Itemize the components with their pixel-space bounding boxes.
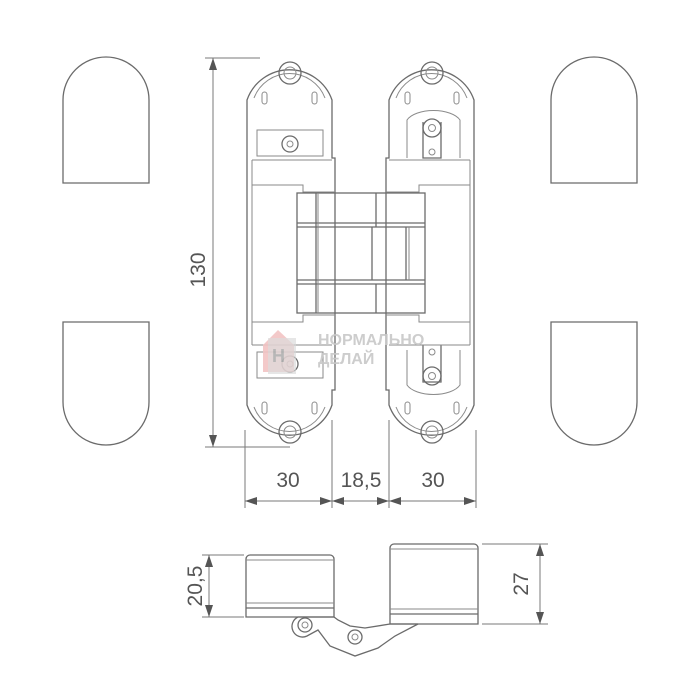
watermark: H НОРМАЛЬНО ДЕЛАЙ [263, 330, 424, 374]
svg-text:27: 27 [510, 572, 533, 595]
svg-text:18,5: 18,5 [341, 469, 382, 492]
svg-text:20,5: 20,5 [184, 566, 207, 607]
cap-top-left [62, 56, 150, 184]
svg-text:НОРМАЛЬНО: НОРМАЛЬНО [318, 332, 424, 349]
cover-caps [62, 56, 638, 446]
cap-bottom-right [550, 321, 638, 446]
cap-top-right [550, 56, 638, 184]
dimension-widths: 30 18,5 30 [244, 420, 477, 508]
center-mechanism [296, 192, 426, 314]
dim-130: 130 [187, 252, 210, 287]
svg-text:ДЕЛАЙ: ДЕЛАЙ [318, 349, 374, 368]
dimension-height: 130 [187, 57, 290, 448]
dimension-side-left: 20,5 [184, 554, 244, 618]
left-leaf [246, 61, 336, 444]
svg-text:30: 30 [421, 469, 444, 492]
right-leaf [385, 61, 475, 444]
cap-bottom-left [62, 321, 150, 446]
svg-text:30: 30 [276, 469, 299, 492]
svg-text:H: H [272, 346, 285, 366]
dimension-side-right: 27 [482, 543, 548, 625]
side-view [245, 543, 479, 657]
